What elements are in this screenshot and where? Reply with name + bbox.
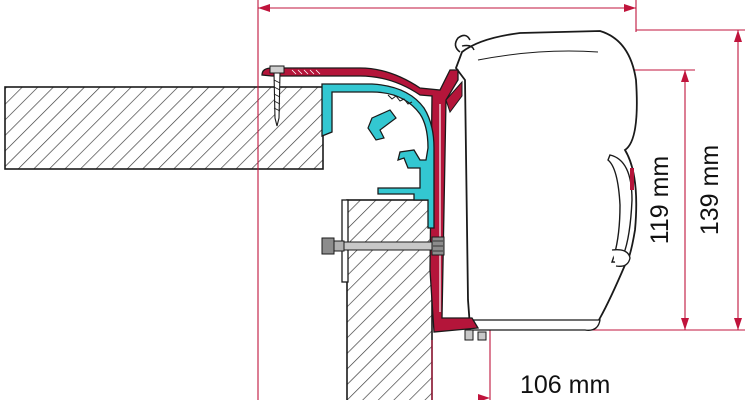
wall-bolt — [321, 236, 445, 256]
dimension-label-106mm: 106 mm — [520, 371, 610, 399]
rail-profile — [321, 83, 435, 229]
awning-cassette — [454, 30, 638, 331]
bottom-bolt — [464, 329, 487, 341]
adapter-profile — [261, 67, 480, 333]
dimension-label-119mm: 119 mm — [646, 156, 674, 244]
roof-screw — [269, 65, 321, 127]
wall-block — [346, 199, 433, 400]
dimension-label-139mm: 139 mm — [696, 145, 724, 235]
roof-slab — [4, 86, 324, 170]
